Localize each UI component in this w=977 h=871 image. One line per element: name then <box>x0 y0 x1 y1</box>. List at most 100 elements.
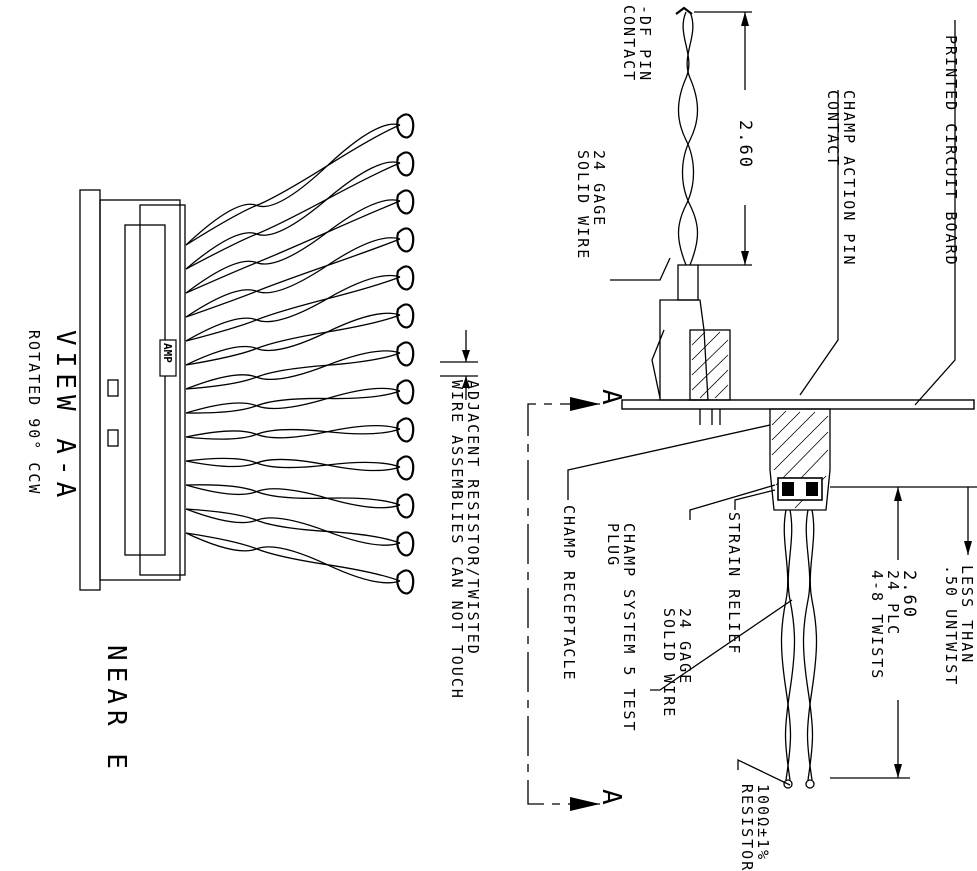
label-champ-action-2: CONTACT <box>824 90 842 167</box>
dim-top-arrow-2 <box>741 251 749 265</box>
label-champ-receptacle: CHAMP RECEPTACLE <box>560 505 578 682</box>
connector-outer-frame <box>79 189 101 591</box>
slot-2 <box>107 429 119 447</box>
label-section-top: A <box>596 389 626 411</box>
leader-receptacle <box>567 424 771 500</box>
connector-housing <box>99 199 181 581</box>
twisted-wire <box>185 457 401 469</box>
twisted-wire <box>185 199 401 294</box>
slot-1 <box>107 379 119 397</box>
twisted-wire-top-a <box>677 11 695 266</box>
twisted-wire <box>185 123 401 246</box>
label-dim-right-3: 4-8 TWISTS <box>868 570 886 680</box>
twisted-wire <box>185 532 401 584</box>
label-gage-top-2: SOLID WIRE <box>574 150 592 260</box>
twisted-wire-lower-right <box>802 509 814 781</box>
label-printed-circuit-board: PRINTED CIRCUIT BOARD <box>942 35 960 267</box>
leader-test-plug <box>689 484 776 520</box>
dim-right-arrow-1 <box>894 487 902 501</box>
amp-logo-box <box>159 339 177 377</box>
label-test-plug-1: CHAMP SYSTEM 5 TEST <box>620 523 638 733</box>
label-dim-top: 2.60 <box>735 120 755 169</box>
label-champ-action-1: CHAMP ACTION PIN <box>840 90 858 267</box>
label-view-title: VIEW A-A <box>50 330 80 503</box>
amp-logo: AMP <box>161 343 174 363</box>
label-less-than-1: LESS THAN <box>958 565 976 664</box>
twisted-wire <box>185 484 401 509</box>
label-strain-relief: STRAIN RELIEF <box>725 512 743 655</box>
twisted-wire <box>185 532 401 582</box>
leader-strain-relief <box>734 489 776 510</box>
twisted-wire-lower-left-b <box>784 509 796 781</box>
label-df-pin-1: -DF PIN <box>636 5 654 82</box>
wire-fan <box>185 113 415 595</box>
label-view-subtitle: ROTATED 90° CCW <box>25 330 43 495</box>
twisted-wire-top-b <box>681 11 699 266</box>
leader-resistor <box>737 758 791 786</box>
twisted-wire <box>185 124 401 246</box>
label-section-bottom: A <box>596 789 626 811</box>
leader-champ-action <box>799 90 839 396</box>
upper-housing <box>689 329 731 401</box>
twisted-wire <box>185 352 401 390</box>
twisted-wire <box>185 200 401 294</box>
resistor-loop <box>396 151 415 177</box>
label-less-than-2: .50 UNTWIST <box>942 565 960 686</box>
label-gage-top-1: 24 GAGE <box>590 150 608 227</box>
printed-circuit-board <box>621 399 975 410</box>
leader-gage-bottom <box>650 599 793 691</box>
resistor-loop <box>396 265 415 291</box>
side-view-assembly <box>527 6 977 811</box>
section-line <box>527 403 600 805</box>
twisted-wire <box>185 484 401 506</box>
resistor-end-right <box>805 779 815 789</box>
dim-less-arrow <box>964 541 972 555</box>
twisted-wire <box>185 390 401 414</box>
resistor-loop <box>396 303 415 329</box>
adjacent-arrow-1 <box>462 350 470 362</box>
twisted-wire <box>185 162 401 270</box>
label-adjacent-2: WIRE ASSEMBLIES CAN NOT TOUCH <box>448 380 466 700</box>
twisted-wire <box>185 350 401 390</box>
view-a-a: AMP <box>79 113 478 595</box>
twisted-wire <box>185 458 401 472</box>
label-adjacent-1: ADJACENT RESISTOR/TWISTED <box>464 380 482 656</box>
twisted-wire <box>185 274 401 342</box>
twisted-wire <box>185 238 401 318</box>
twisted-wire <box>185 314 401 366</box>
label-dim-right-1: 2.60 <box>899 570 919 619</box>
resistor-loop <box>396 113 415 139</box>
df-pin-contact-body <box>677 264 699 301</box>
label-df-pin-2: CONTACT <box>620 5 638 82</box>
dim-right-arrow-2 <box>894 764 902 778</box>
champ-action-pin-body <box>659 299 709 401</box>
twisted-wire <box>185 424 401 439</box>
leader-gage-top <box>610 257 671 281</box>
label-dim-right-2: 24 PLC <box>884 570 902 636</box>
resistor-loop <box>396 493 415 519</box>
label-test-plug-2: PLUG <box>604 523 622 567</box>
twisted-wire <box>185 312 401 366</box>
resistor-loop <box>396 417 415 443</box>
twisted-wire-lower-right-b <box>806 509 818 781</box>
resistor-loop <box>396 531 415 557</box>
connector-inner <box>124 224 166 556</box>
test-plug-contact-1 <box>782 482 794 496</box>
resistor-loop <box>396 227 415 253</box>
resistor-end-left <box>783 779 793 789</box>
resistor-loop <box>396 341 415 367</box>
label-gage-bottom-2: SOLID WIRE <box>660 608 678 718</box>
twisted-wire <box>185 237 401 318</box>
latch-clip <box>651 329 665 399</box>
twisted-wire <box>185 428 401 440</box>
section-arrow-bottom <box>570 797 600 811</box>
champ-receptacle-housing <box>769 408 831 511</box>
wire-hook-tip <box>675 6 693 15</box>
twisted-wire <box>185 387 401 414</box>
resistor-loop <box>396 569 415 595</box>
label-near-end: NEAR E <box>101 645 131 775</box>
twisted-wire <box>185 508 401 546</box>
dim-top-arrow-1 <box>741 12 749 26</box>
upper-housing-hatch <box>691 331 729 399</box>
